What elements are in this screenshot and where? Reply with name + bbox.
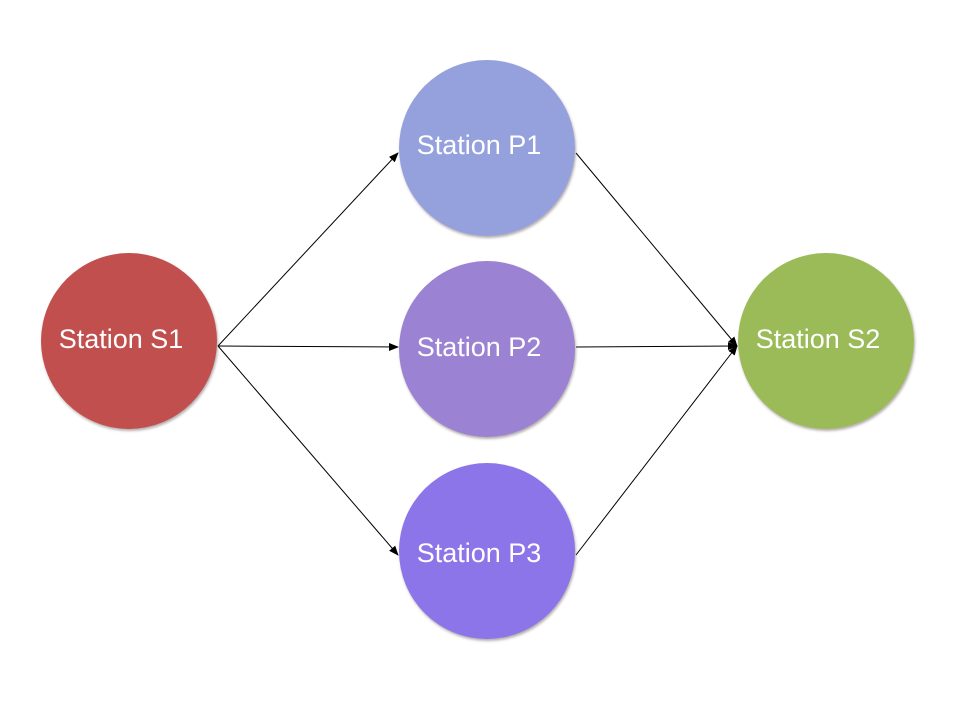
- node-s2-circle: [738, 253, 914, 429]
- node-station-p3: Station P3: [399, 463, 575, 639]
- node-p2-label: Station P2: [417, 332, 542, 362]
- edge-p1-s2: [575, 152, 738, 347]
- node-p3-label: Station P3: [417, 538, 542, 568]
- node-s1-circle: [41, 253, 217, 429]
- edge-s1-p1: [217, 152, 399, 347]
- node-station-p1: Station P1: [399, 60, 575, 236]
- node-station-s2: Station S2: [738, 253, 914, 429]
- node-p1-label: Station P1: [417, 130, 542, 160]
- node-station-p2: Station P2: [399, 261, 575, 437]
- node-p3-circle: [399, 463, 575, 639]
- node-p1-circle: [399, 60, 575, 236]
- edge-s1-p3: [217, 345, 399, 556]
- edge-s1-p2: [217, 342, 399, 351]
- node-p2-circle: [399, 261, 575, 437]
- node-s2-label: Station S2: [756, 324, 881, 354]
- edge-p2-s2: [575, 342, 738, 351]
- edge-p3-s2: [575, 345, 738, 556]
- node-s1-label: Station S1: [59, 324, 184, 354]
- node-station-s1: Station S1: [41, 253, 217, 429]
